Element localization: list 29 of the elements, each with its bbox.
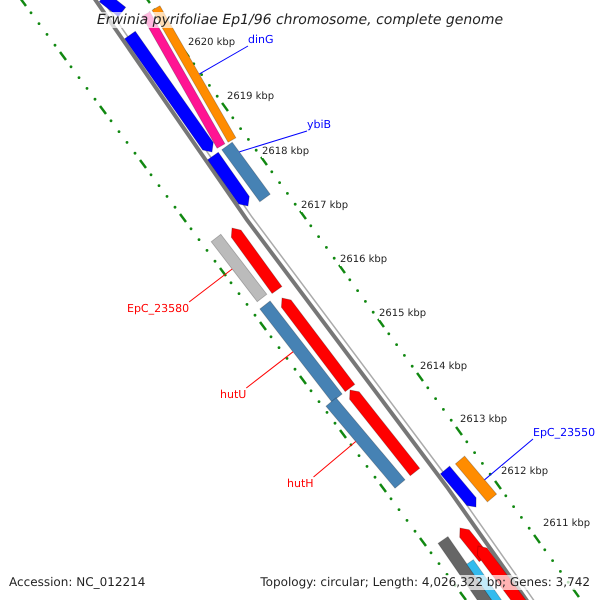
gene-block	[454, 456, 498, 502]
gene-label: EpC_23580	[127, 302, 190, 315]
gene-block	[210, 234, 268, 302]
leader-line	[188, 268, 233, 302]
leader-line	[198, 46, 248, 75]
gene-block	[325, 397, 406, 489]
tick-label: 2613 kbp	[460, 414, 508, 426]
gene-label: dinG	[248, 33, 274, 46]
title: Erwinia pyrifoliae Ep1/96 chromosome, complete genome	[96, 12, 504, 28]
tick-label: 2620 kbp	[188, 37, 236, 49]
leader-line	[246, 351, 294, 388]
footer-text: Topology: circular; Length: 4,026,322 bp; Genes: 3,742	[260, 575, 590, 590]
leader-line	[484, 438, 534, 480]
tick-label: 2617 kbp	[301, 200, 348, 212]
gene-label: ybiB	[307, 118, 332, 131]
tick-label: 2616 kbp	[340, 254, 388, 266]
leader-line	[313, 441, 356, 478]
gene-label: hutH	[287, 477, 314, 490]
gene-block	[259, 300, 343, 403]
tick-label: 2615 kbp	[379, 308, 426, 320]
gene-label: EpC_23550	[533, 426, 596, 439]
gene-label: hutU	[220, 388, 246, 401]
tick-label: 2614 kbp	[420, 361, 468, 373]
tick-label: 2612 kbp	[501, 466, 548, 478]
tick-label: 2611 kbp	[543, 518, 590, 530]
tick-label: 2619 kbp	[227, 91, 274, 103]
leader-line	[238, 130, 308, 152]
footer-text: Accession: NC_012214	[9, 575, 146, 590]
tick-label: 2618 kbp	[262, 146, 310, 158]
